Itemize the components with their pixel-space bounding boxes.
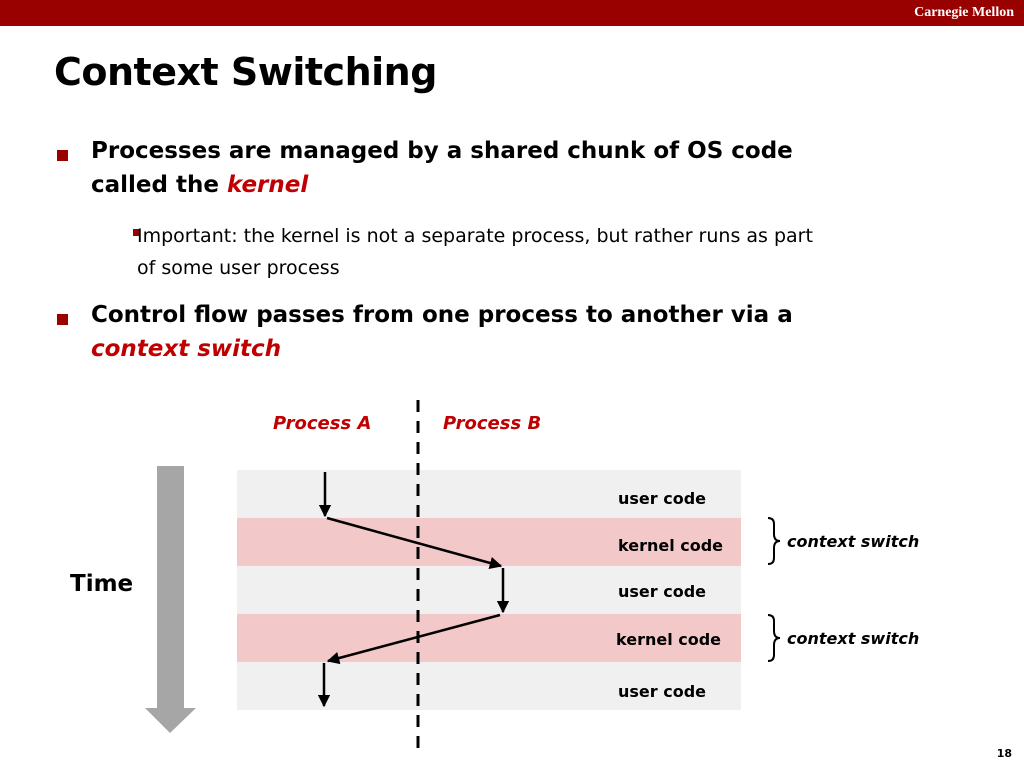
- bullet-emphasis: kernel: [226, 172, 309, 198]
- flow-arrow: [326, 516, 503, 570]
- sub-bullet-line: of some user process: [137, 257, 340, 279]
- bullet-marker: [57, 314, 68, 325]
- band-label: kernel code: [616, 630, 721, 649]
- process-b-label: Process B: [443, 413, 541, 434]
- band-user: [237, 566, 741, 614]
- time-label: Time: [70, 571, 133, 597]
- band-label: user code: [618, 489, 706, 508]
- sub-bullet-line: Important: the kernel is not a separate …: [137, 225, 813, 247]
- bullet-line: Processes are managed by a shared chunk …: [91, 138, 793, 164]
- bullet-line: called the kernel: [91, 168, 921, 202]
- sub-bullet: Important: the kernel is not a separate …: [137, 220, 967, 284]
- header-bar: Carnegie Mellon: [0, 0, 1024, 26]
- bullet-control-flow: Control flow passes from one process to …: [91, 298, 921, 366]
- context-switch-label: context switch: [787, 532, 919, 551]
- bullet-emphasis: context switch: [91, 336, 282, 362]
- bullet-prefix: called the: [91, 172, 227, 198]
- band-label: kernel code: [618, 536, 723, 555]
- org-name: Carnegie Mellon: [914, 5, 1014, 20]
- band-kernel: [237, 614, 741, 662]
- time-arrow: [145, 466, 196, 733]
- page-number: 18: [996, 747, 1012, 760]
- band-label: user code: [618, 582, 706, 601]
- flow-arrow: [326, 613, 501, 665]
- bullet-line: Control flow passes from one process to …: [91, 302, 793, 328]
- brace-icon: [767, 614, 781, 662]
- context-switch-label: context switch: [787, 629, 919, 648]
- process-a-label: Process A: [273, 413, 371, 434]
- bullet-kernel: Processes are managed by a shared chunk …: [91, 134, 921, 202]
- band-label: user code: [618, 682, 706, 701]
- sub-bullet-marker: [133, 229, 140, 236]
- brace-icon: [767, 517, 781, 565]
- slide-title: Context Switching: [54, 50, 437, 94]
- bullet-marker: [57, 150, 68, 161]
